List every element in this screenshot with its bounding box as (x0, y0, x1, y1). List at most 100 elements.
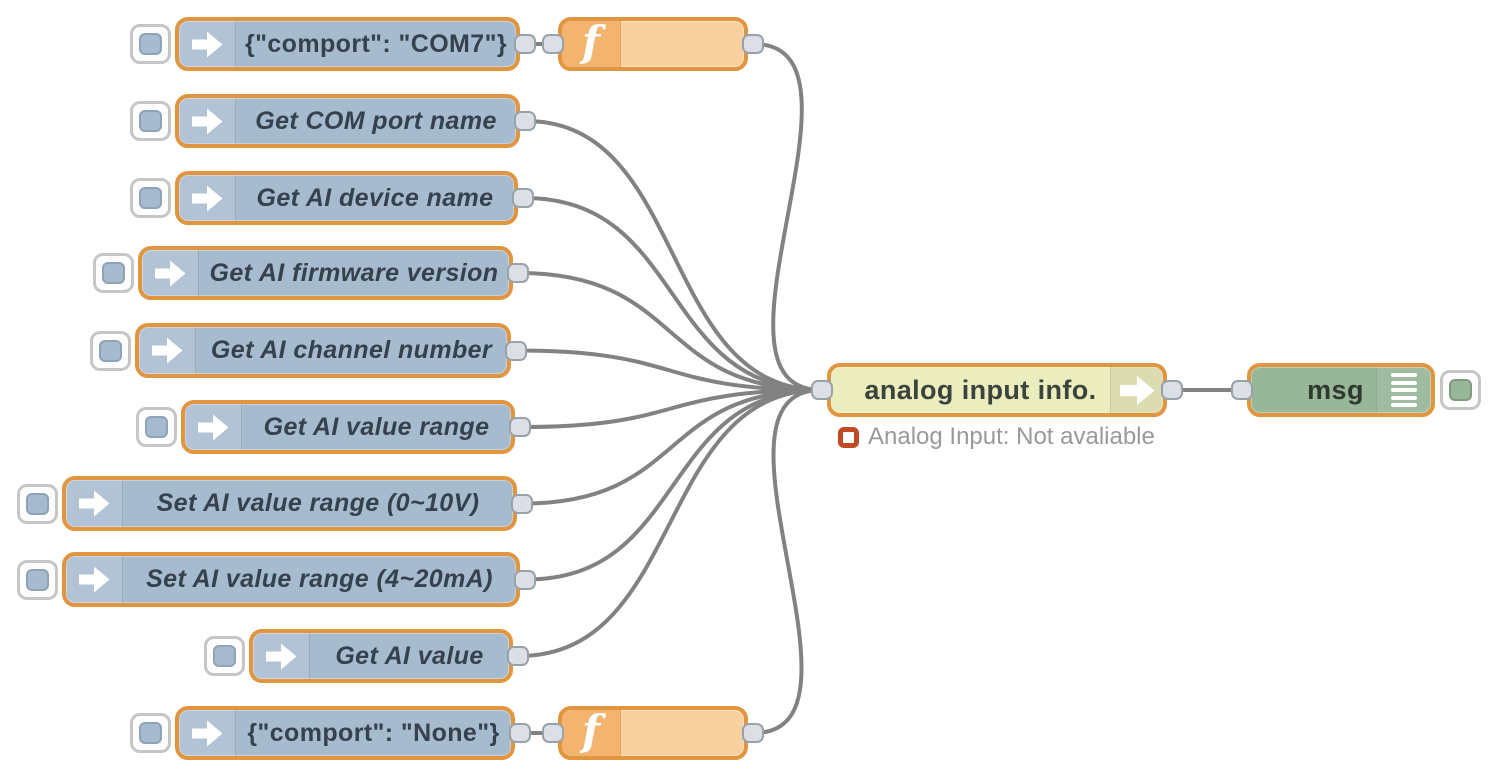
wire-inject-get-ai-value-range-to-analog-input-info[interactable] (519, 388, 823, 429)
inject-button-inner (213, 645, 236, 667)
wire-function-bottom-to-analog-input-info[interactable] (752, 388, 823, 735)
wire-inject-get-ai-firmware-version-to-analog-input-info[interactable] (517, 271, 823, 392)
output-port-inject-get-ai-device-name[interactable] (512, 188, 534, 208)
status-ring-icon (838, 426, 859, 448)
inject-button-inner (26, 492, 49, 515)
wire-inject-get-ai-device-name-to-analog-input-info[interactable] (522, 196, 823, 392)
debug-list-line (1391, 403, 1417, 407)
service-icon-region (1110, 367, 1163, 413)
inject-button-inject-comport-com7[interactable] (130, 24, 171, 64)
input-port-analog-input-info[interactable] (811, 380, 833, 400)
inject-arrow-icon (265, 643, 296, 669)
output-port-function-top[interactable] (742, 34, 764, 54)
node-function-bottom[interactable]: f (558, 706, 748, 760)
node-inject-get-ai-channel-number[interactable]: Get AI channel number (135, 323, 511, 378)
node-label-debug-msg: msg (1307, 374, 1364, 405)
node-label-inject-get-com-port-name: Get COM port name (255, 106, 497, 135)
debug-list-line (1391, 380, 1417, 385)
output-port-inject-set-ai-value-range-0-10v[interactable] (511, 493, 533, 514)
node-label-inject-get-ai-firmware-version: Get AI firmware version (209, 258, 499, 287)
node-inject-set-ai-value-range-0-10v[interactable]: Set AI value range (0~10V) (62, 476, 517, 531)
status-text: Analog Input: Not avaliable (868, 423, 1155, 450)
inject-button-inject-comport-none[interactable] (130, 713, 171, 753)
node-inject-get-ai-value-range[interactable]: Get AI value range (181, 400, 515, 454)
wire-inject-get-ai-channel-number-to-analog-input-info[interactable] (515, 348, 823, 392)
output-port-inject-comport-com7[interactable] (514, 34, 536, 54)
function-f-icon: f (581, 706, 601, 755)
inject-icon-region (139, 327, 196, 374)
inject-button-inner (26, 568, 49, 591)
output-port-inject-set-ai-value-range-4-20ma[interactable] (514, 569, 536, 590)
inject-button-inject-get-com-port-name[interactable] (130, 101, 171, 141)
output-port-inject-get-ai-firmware-version[interactable] (507, 263, 529, 283)
inject-button-inject-get-ai-value[interactable] (204, 636, 245, 676)
inject-button-inject-set-ai-value-range-4-20ma[interactable] (17, 559, 58, 600)
output-port-inject-get-ai-channel-number[interactable] (505, 340, 527, 361)
inject-button-inject-set-ai-value-range-0-10v[interactable] (17, 483, 58, 524)
function-icon-region: f (562, 21, 621, 67)
arrow-right-icon (1119, 375, 1154, 405)
wire-inject-set-ai-value-range-0-10v-to-analog-input-info[interactable] (521, 388, 823, 506)
input-port-function-bottom[interactable] (542, 723, 564, 743)
node-inject-get-ai-value[interactable]: Get AI value (249, 629, 513, 683)
debug-toggle-button[interactable] (1440, 370, 1481, 410)
inject-arrow-icon (191, 31, 222, 57)
function-f-icon: f (581, 17, 601, 66)
inject-button-inject-get-ai-device-name[interactable] (130, 178, 171, 218)
inject-button-inner (99, 339, 122, 362)
node-label-inject-set-ai-value-range-4-20ma: Set AI value range (4~20mA) (146, 565, 493, 593)
inject-arrow-icon (151, 337, 182, 364)
inject-arrow-icon (78, 490, 109, 517)
node-analog-input-info[interactable]: analog input info. (827, 363, 1167, 417)
inject-icon-region (179, 175, 236, 221)
inject-icon-region (179, 98, 236, 144)
node-label-inject-get-ai-value: Get AI value (335, 641, 484, 670)
input-port-debug-msg[interactable] (1231, 380, 1253, 400)
inject-button-inject-get-ai-value-range[interactable] (136, 407, 177, 447)
wire-inject-set-ai-value-range-4-20ma-to-analog-input-info[interactable] (524, 388, 823, 582)
node-inject-comport-com7[interactable]: {"comport": "COM7"} (175, 17, 520, 71)
inject-button-inject-get-ai-channel-number[interactable] (90, 330, 131, 371)
debug-toggle-inner (1449, 379, 1472, 401)
inject-icon-region (66, 556, 123, 603)
input-port-function-top[interactable] (542, 34, 564, 54)
debug-list-line (1391, 373, 1417, 377)
inject-arrow-icon (191, 720, 222, 746)
wire-function-top-to-analog-input-info[interactable] (752, 42, 823, 392)
output-port-inject-get-com-port-name[interactable] (514, 111, 536, 131)
output-port-inject-comport-none[interactable] (509, 723, 531, 743)
debug-list-line (1391, 388, 1417, 392)
output-port-analog-input-info[interactable] (1161, 380, 1183, 400)
node-function-top[interactable]: f (558, 17, 748, 71)
node-label-inject-set-ai-value-range-0-10v: Set AI value range (0~10V) (156, 489, 480, 517)
output-port-inject-get-ai-value-range[interactable] (509, 417, 531, 437)
output-port-function-bottom[interactable] (742, 723, 764, 743)
node-inject-set-ai-value-range-4-20ma[interactable]: Set AI value range (4~20mA) (62, 552, 520, 607)
node-label-inject-get-ai-device-name: Get AI device name (256, 183, 494, 212)
node-debug-msg[interactable]: msg (1247, 363, 1435, 417)
node-label-inject-comport-none: {"comport": "None"} (247, 718, 500, 747)
node-inject-comport-none[interactable]: {"comport": "None"} (175, 706, 515, 760)
inject-icon-region (253, 633, 310, 679)
inject-icon-region (66, 480, 123, 527)
inject-button-inner (145, 416, 168, 438)
output-port-inject-get-ai-value[interactable] (507, 646, 529, 666)
inject-button-inject-get-ai-firmware-version[interactable] (93, 253, 134, 293)
node-inject-get-ai-firmware-version[interactable]: Get AI firmware version (138, 246, 513, 300)
inject-icon-region (179, 21, 236, 67)
node-label-function-bottom (621, 710, 744, 756)
wire-inject-get-com-port-name-to-analog-input-info[interactable] (524, 119, 823, 392)
inject-button-inner (102, 262, 125, 284)
node-label-inject-get-ai-channel-number: Get AI channel number (210, 336, 493, 364)
node-inject-get-com-port-name[interactable]: Get COM port name (175, 94, 520, 148)
inject-button-inner (139, 722, 162, 744)
function-icon-region: f (562, 710, 621, 756)
node-inject-get-ai-device-name[interactable]: Get AI device name (175, 171, 518, 225)
debug-list-icon (1376, 367, 1431, 413)
node-label-inject-comport-com7: {"comport": "COM7"} (245, 29, 507, 58)
node-label-inject-get-ai-value-range: Get AI value range (263, 412, 490, 441)
inject-arrow-icon (191, 185, 222, 211)
wire-inject-get-ai-value-to-analog-input-info[interactable] (517, 388, 823, 658)
